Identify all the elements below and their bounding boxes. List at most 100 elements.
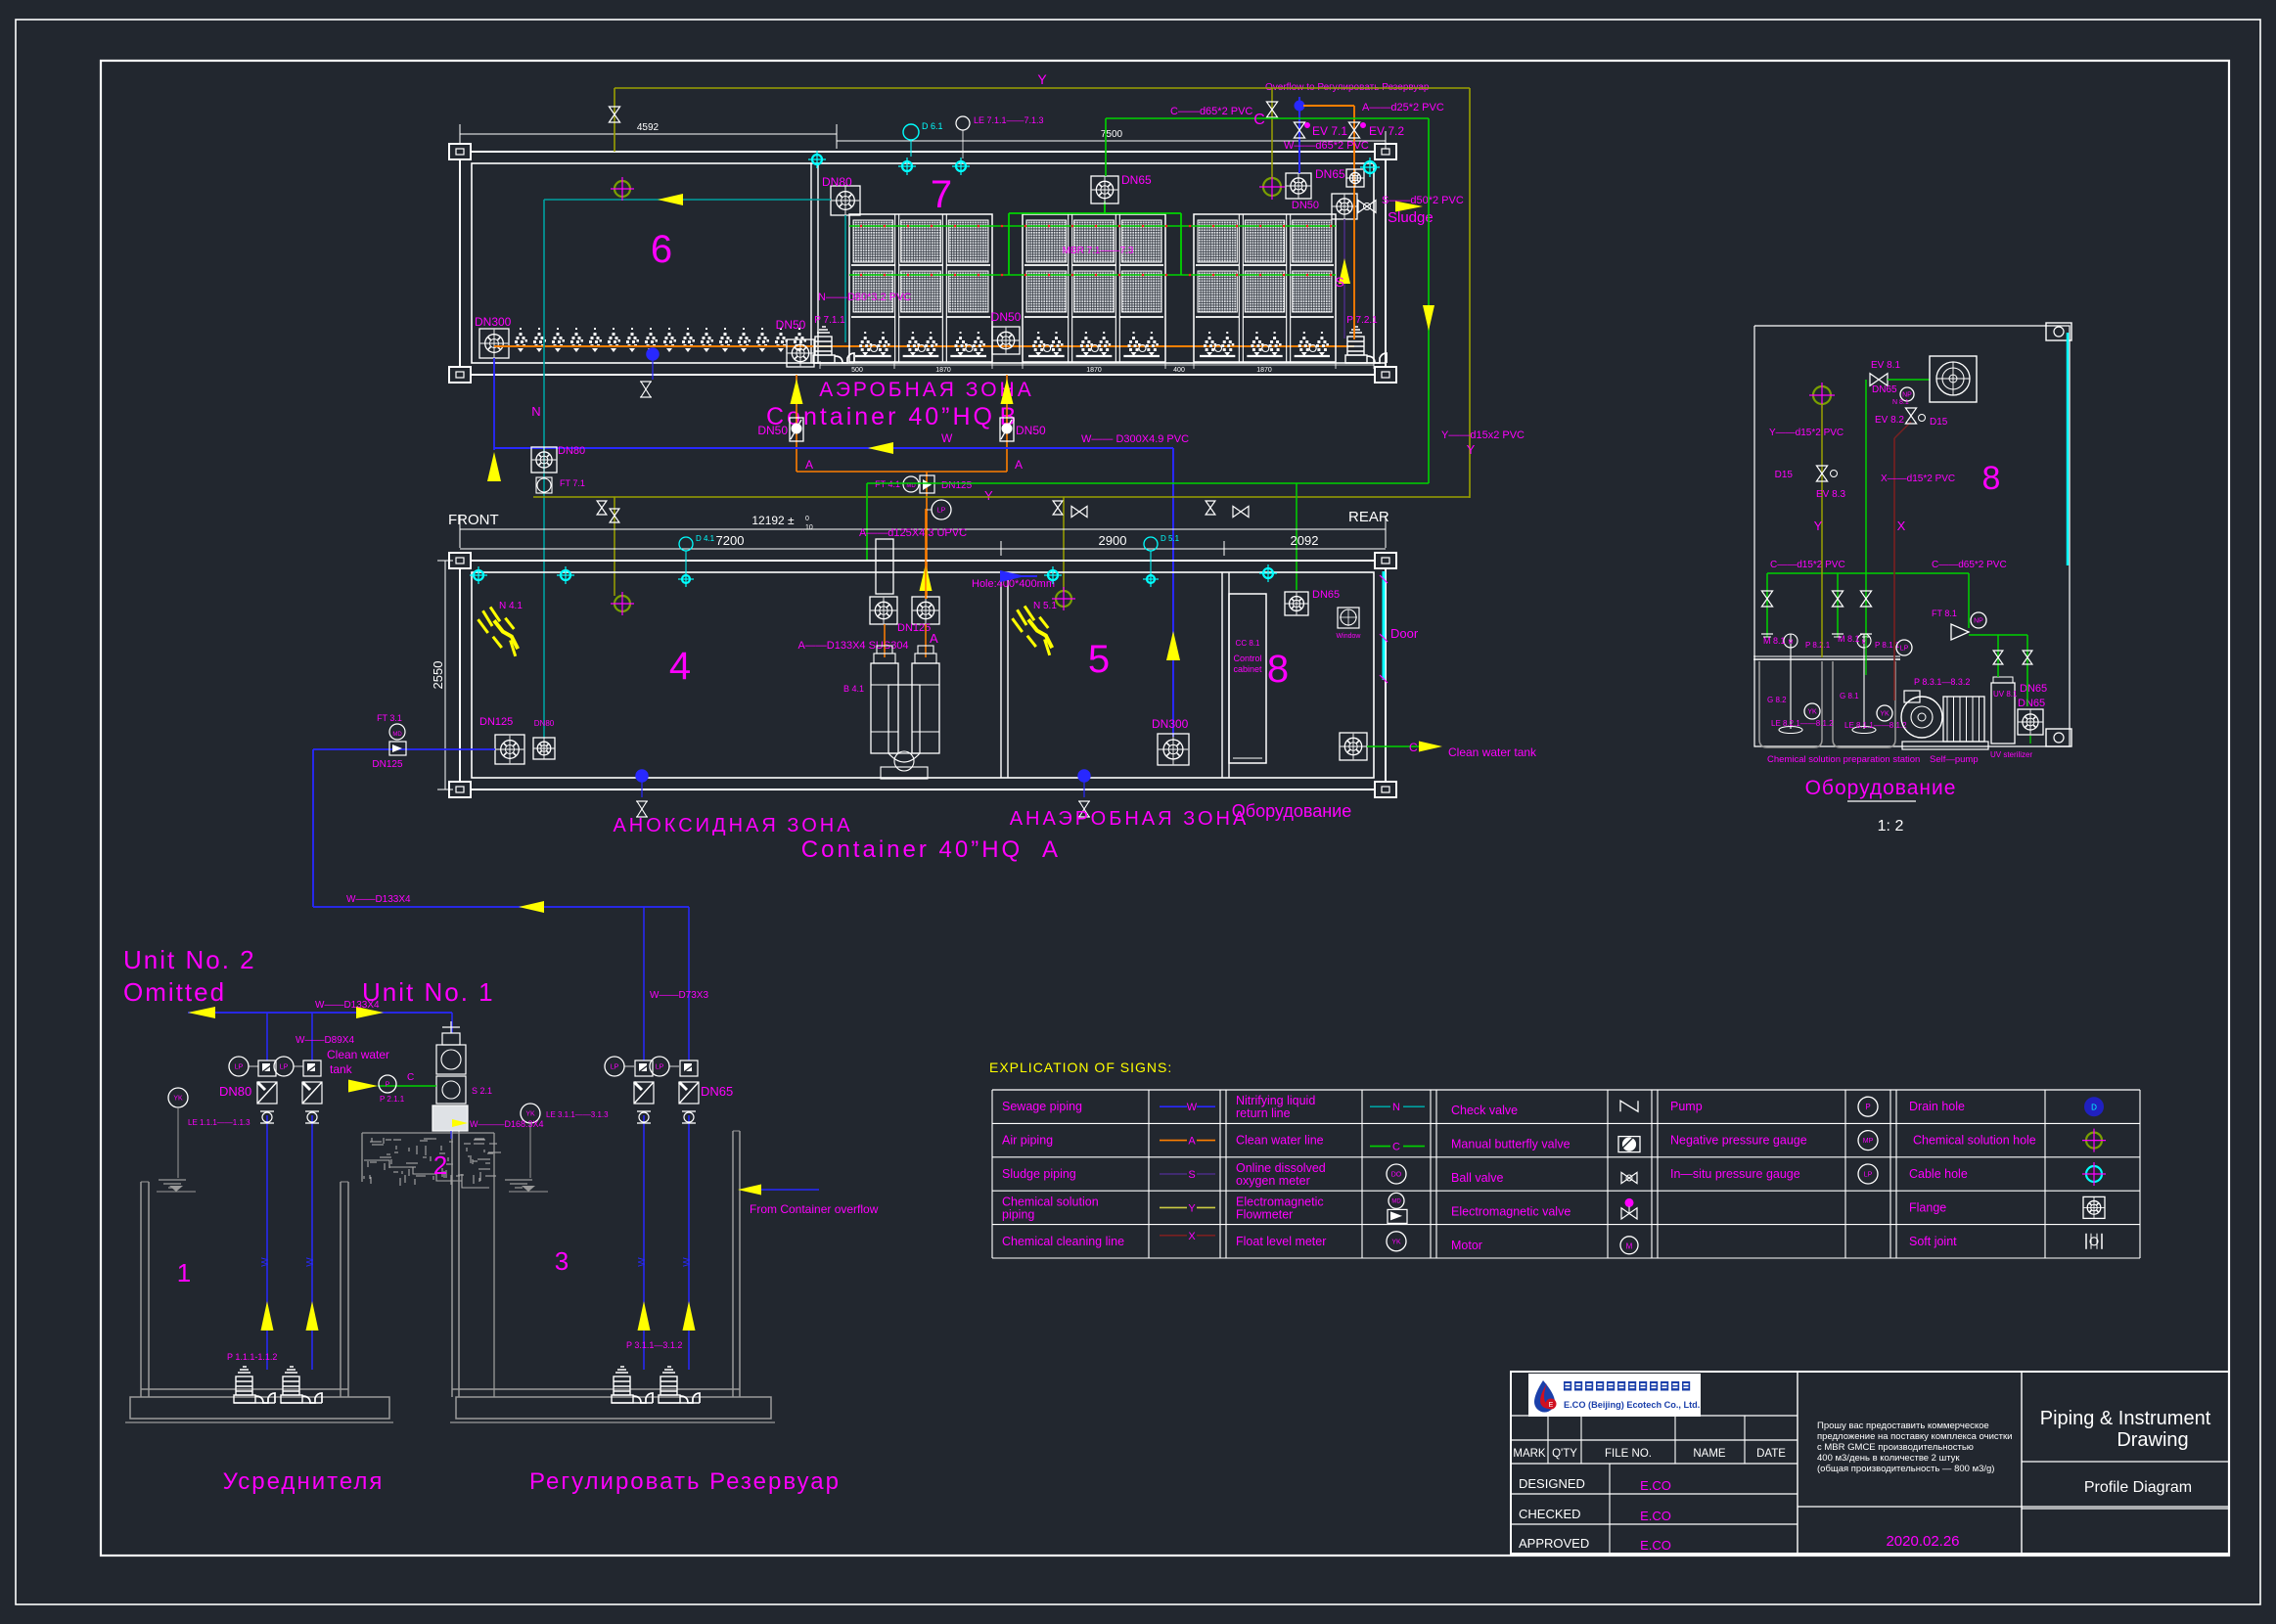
svg-text:D: D (2091, 1104, 2097, 1112)
svg-text:7200: 7200 (716, 533, 745, 548)
svg-text:YK: YK (525, 1111, 535, 1118)
svg-text:Clean water: Clean water (327, 1048, 389, 1061)
svg-text:EV 7.1: EV 7.1 (1312, 124, 1347, 138)
svg-text:LE 7.1.1——7.1.3: LE 7.1.1——7.1.3 (974, 115, 1044, 125)
svg-text:400 м3/день в количестве 2: 400 м3/день в количестве 2 штук (1817, 1453, 1960, 1464)
svg-text:4: 4 (669, 645, 691, 688)
svg-text:DN300: DN300 (1152, 717, 1189, 731)
svg-text:P: P (386, 1082, 390, 1089)
svg-text:MD: MD (906, 483, 916, 489)
svg-text:Y: Y (1467, 442, 1476, 457)
svg-text:FT 7.1: FT 7.1 (560, 478, 585, 488)
svg-text:Y: Y (1814, 519, 1823, 533)
svg-text:YK: YK (173, 1096, 183, 1103)
svg-text:Float level meter: Float level meter (1236, 1235, 1326, 1248)
svg-text:P 2.1.1: P 2.1.1 (380, 1095, 405, 1104)
svg-text:Manual butterfly valve: Manual butterfly valve (1451, 1138, 1570, 1151)
svg-text:DN80: DN80 (822, 175, 852, 189)
svg-text:MD: MD (392, 732, 402, 738)
svg-text:C——d65*2 PVC: C——d65*2 PVC (1932, 560, 2007, 570)
svg-text:Chemical solution hole: Chemical solution hole (1913, 1134, 2036, 1148)
svg-text:Drain hole: Drain hole (1909, 1100, 1965, 1113)
svg-text:LP: LP (611, 1064, 619, 1071)
svg-text:C: C (1392, 1142, 1400, 1153)
svg-text:N 4.1: N 4.1 (499, 601, 523, 611)
svg-text:DN300: DN300 (475, 315, 512, 329)
svg-text:1870: 1870 (935, 367, 951, 374)
svg-text:tank: tank (330, 1062, 353, 1076)
svg-text:APPROVED: APPROVED (1519, 1536, 1589, 1551)
svg-text:EXPLICATION OF SIGNS:: EXPLICATION OF SIGNS: (989, 1060, 1172, 1075)
svg-text:D 6.1: D 6.1 (922, 121, 943, 131)
svg-text:Усреднителя: Усреднителя (223, 1468, 385, 1495)
svg-text:P 1.1.1-1.1.2: P 1.1.1-1.1.2 (227, 1352, 277, 1362)
svg-text:W——D73X3: W——D73X3 (650, 990, 708, 1001)
svg-text:G 8.1: G 8.1 (1840, 692, 1859, 700)
svg-text:D15: D15 (1930, 417, 1948, 428)
svg-text:oxygen meter: oxygen meter (1236, 1174, 1310, 1188)
svg-text:From Container overflow: From Container overflow (750, 1202, 879, 1216)
svg-text:W——d65*2 PVC: W——d65*2 PVC (1284, 140, 1369, 152)
svg-text:S 2.1: S 2.1 (472, 1086, 492, 1096)
svg-text:Регулировать Резервуар: Регулировать Резервуар (529, 1468, 841, 1495)
svg-text:Chemical cleaning line: Chemical cleaning line (1002, 1235, 1124, 1248)
svg-text:Nitrifying liquid: Nitrifying liquid (1236, 1094, 1315, 1107)
svg-text:500: 500 (851, 367, 863, 374)
svg-text:N——D80*3.2 PVC: N——D80*3.2 PVC (818, 292, 911, 303)
svg-text:1870: 1870 (1256, 367, 1272, 374)
svg-text:Motor: Motor (1451, 1239, 1482, 1252)
svg-text:Chemical solution: Chemical solution (1002, 1195, 1099, 1208)
svg-text:W——D133X4: W——D133X4 (346, 894, 411, 905)
svg-text:6: 6 (651, 228, 672, 271)
svg-text:P 7.2.1: P 7.2.1 (1346, 315, 1378, 326)
svg-text:Clean water tank: Clean water tank (1448, 745, 1537, 759)
svg-text:Прошу вас предоставить комм: Прошу вас предоставить коммерческое (1817, 1421, 1989, 1431)
svg-text:C: C (1409, 741, 1418, 754)
svg-text:NP: NP (1902, 392, 1912, 399)
svg-text:FRONT: FRONT (448, 512, 499, 528)
svg-text:P 8.3.1—8.3.2: P 8.3.1—8.3.2 (1914, 677, 1970, 687)
svg-text:7: 7 (931, 173, 952, 216)
svg-text:E.CO: E.CO (1640, 1538, 1671, 1553)
svg-text:Sludge piping: Sludge piping (1002, 1167, 1076, 1181)
svg-text:DN80: DN80 (558, 445, 585, 457)
svg-text:cabinet: cabinet (1233, 664, 1262, 674)
svg-text:M: M (1862, 640, 1867, 646)
svg-text:DN65: DN65 (701, 1084, 733, 1099)
svg-text:1: 2: 1: 2 (1878, 818, 1904, 835)
svg-text:1870: 1870 (1086, 367, 1102, 374)
svg-text:A——D133X4 SUS304: A——D133X4 SUS304 (797, 640, 908, 652)
svg-text:5: 5 (1088, 638, 1110, 681)
svg-text:LE 8.1.1——8.1.2: LE 8.1.1——8.1.2 (1844, 721, 1907, 730)
svg-text:S: S (1188, 1169, 1195, 1181)
svg-text:Electromagnetic valve: Electromagnetic valve (1451, 1204, 1570, 1218)
svg-text:Online dissolved: Online dissolved (1236, 1161, 1326, 1175)
svg-text:LE 1.1.1——1.1.3: LE 1.1.1——1.1.3 (188, 1118, 250, 1127)
svg-text:W: W (1187, 1102, 1198, 1113)
svg-text:P 8.2.1: P 8.2.1 (1805, 641, 1831, 650)
svg-text:Y——d15*2 PVC: Y——d15*2 PVC (1769, 428, 1844, 438)
svg-text:0: 0 (805, 516, 809, 522)
svg-text:Door: Door (1390, 626, 1419, 641)
svg-text:DN125: DN125 (372, 759, 403, 770)
svg-text:W: W (941, 431, 953, 445)
svg-text:D 4.1: D 4.1 (696, 534, 715, 543)
svg-text:DN65: DN65 (1872, 384, 1897, 395)
svg-text:DN65: DN65 (1315, 167, 1345, 181)
svg-text:10: 10 (805, 524, 813, 531)
svg-text:P 7.1.1: P 7.1.1 (814, 315, 845, 326)
svg-text:DN50: DN50 (1016, 424, 1046, 437)
svg-text:E.CO (Beijing) Ecotech Co., Lt: E.CO (Beijing) Ecotech Co., Ltd. (1564, 1400, 1700, 1410)
svg-text:Negative pressure gauge: Negative pressure gauge (1670, 1134, 1807, 1148)
svg-text:E: E (1549, 1402, 1554, 1409)
svg-text:(общая производительность —: (общая производительность — 800 м3/g) (1817, 1464, 1994, 1474)
svg-text:АНОКСИДНАЯ ЗОНА: АНОКСИДНАЯ ЗОНА (613, 815, 852, 836)
svg-text:X: X (1188, 1231, 1196, 1242)
svg-text:DN80: DN80 (534, 719, 555, 728)
svg-text:2020.02.26: 2020.02.26 (1886, 1533, 1959, 1550)
svg-text:C——d65*2 PVC: C——d65*2 PVC (1170, 106, 1252, 117)
svg-text:DN50: DN50 (991, 310, 1022, 324)
svg-text:LE 3.1.1——3.1.3: LE 3.1.1——3.1.3 (546, 1110, 609, 1119)
svg-text:Cable hole: Cable hole (1909, 1167, 1968, 1181)
svg-text:Hole:400*400mm: Hole:400*400mm (972, 578, 1055, 590)
